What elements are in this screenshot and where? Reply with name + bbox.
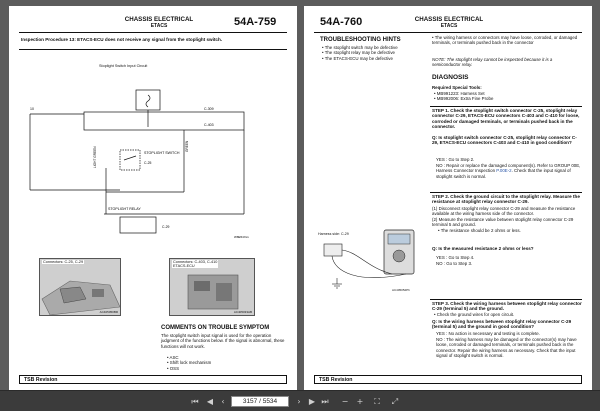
wiring-diagram: 10 C-309 C-403 GREEN LIGHT GREEN STOPLIG… xyxy=(29,89,249,239)
page-number-input[interactable]: 3157 / 5534 xyxy=(231,396,289,407)
page-number-right: 54A-760 xyxy=(320,16,363,28)
connector-photo-2: Connectors: C-403, C-410 ETACS-ECU AC405… xyxy=(169,258,255,316)
last-page-icon[interactable]: ⏭ xyxy=(321,397,329,406)
page-header-title: CHASSIS ELECTRICAL ETACS xyxy=(124,16,194,29)
comments-text: The stoplight switch input signal is use… xyxy=(161,333,285,349)
relay-connector-label: C-29 xyxy=(162,225,169,229)
procedure-rule xyxy=(19,49,287,50)
ecu-pin2-label: C-403 xyxy=(204,123,214,127)
wire-label-1: GREEN xyxy=(185,140,189,152)
header-rule xyxy=(19,32,287,33)
wire-label-2: LIGHT GREEN xyxy=(93,146,97,168)
page-number: 54A-759 xyxy=(234,16,277,28)
switch-connector-label: C-25 xyxy=(144,161,151,165)
meter-caption: Harness side: C-29 xyxy=(318,232,349,236)
page-left: CHASSIS ELECTRICAL ETACS 54A-759 Inspect… xyxy=(9,6,297,390)
zoom-out-icon[interactable]: − xyxy=(341,397,349,406)
document-viewer: CHASSIS ELECTRICAL ETACS 54A-759 Inspect… xyxy=(9,6,592,390)
step3-yes: YES : No action is necessary and testing… xyxy=(436,331,540,336)
page-right: 54A-760 CHASSIS ELECTRICAL ETACS TROUBLE… xyxy=(304,6,592,390)
step3-rule xyxy=(430,299,582,300)
footer-bar: TSB Revision xyxy=(19,375,287,384)
step2-no: NO : Go to Step 3. xyxy=(436,261,473,266)
step3-no: NO : The wiring harness may be damaged o… xyxy=(436,337,577,359)
function-list: • ASC • Shift lock mechanism • OSS xyxy=(167,355,212,371)
step3-bullet: • Check the ground wires for open circui… xyxy=(434,312,515,317)
comments-heading: COMMENTS ON TROUBLE SYMPTOM xyxy=(161,325,270,331)
diagnosis-heading: DIAGNOSIS xyxy=(432,74,469,81)
meter-code: AC405052Ph xyxy=(392,288,410,292)
first-page-icon[interactable]: ⏮ xyxy=(191,397,199,406)
hints-heading: TROUBLESHOOTING HINTS xyxy=(320,37,401,43)
footer-bar-right: TSB Revision xyxy=(314,375,582,384)
note-text: NOTE: The stoplight relay cannot be insp… xyxy=(432,57,553,68)
fuse-label: 10 xyxy=(30,107,34,111)
step3-question: Q: Is the wiring harness between stoplig… xyxy=(432,319,572,330)
step1-no: NO : Repair or replace the damaged compo… xyxy=(436,163,581,179)
step2-items: (1) Disconnect stoplight relay connector… xyxy=(432,206,576,233)
step2-title: STEP 2. Check the ground circuit to the … xyxy=(432,194,580,205)
photo-2-code: AC405033AB xyxy=(233,310,252,314)
viewer-toolbar: ⏮ ◀ ‹ 3157 / 5534 › ▶ ⏭ − + ⛶ ⤢ xyxy=(0,390,600,411)
prev-icon[interactable]: ‹ xyxy=(221,397,225,406)
ecu-pin-label: C-309 xyxy=(204,107,214,111)
photo-2-caption: Connectors: C-403, C-410 ETACS-ECU xyxy=(172,260,219,268)
zoom-in-icon[interactable]: + xyxy=(356,397,364,406)
footer-text: TSB Revision xyxy=(24,377,58,383)
relay-label: STOPLIGHT RELAY xyxy=(108,207,141,211)
tools-label: Required Special Tools: xyxy=(432,85,482,90)
next-page-icon[interactable]: ▶ xyxy=(308,397,316,406)
photo-1-caption: Connectors: C-25, C-29 xyxy=(42,260,85,264)
prev-page-icon[interactable]: ◀ xyxy=(206,397,214,406)
hints-list: • The stoplight switch may be defective … xyxy=(322,45,398,61)
meter-illustration: Harness side: C-29 AC405052Ph xyxy=(318,228,426,296)
diagram-title: Stoplight Switch Input Circuit xyxy=(99,64,148,68)
photo-1-code: AC405050BR xyxy=(99,310,118,314)
fit-page-icon[interactable]: ⛶ xyxy=(374,397,380,406)
step1-title: STEP 1. Check the stoplight switch conne… xyxy=(432,108,580,130)
tools-list: • MB991223: Harness Set • MB992006: Extr… xyxy=(434,91,494,102)
page-header-title-right: CHASSIS ELECTRICAL ETACS xyxy=(414,16,484,29)
step1-question: Q: Is stoplight switch connector C-25, s… xyxy=(432,135,577,146)
switch-label: STOPLIGHT SWITCH xyxy=(144,151,180,155)
step1-yes: YES : Go to Step 2. xyxy=(436,157,475,162)
next-icon[interactable]: › xyxy=(297,397,301,406)
procedure-title: Inspection Procedure 13: ETACS-ECU does … xyxy=(21,37,223,42)
step3-title: STEP 3. Check the wiring harness between… xyxy=(432,301,582,312)
step1-link[interactable]: P.00E-2 xyxy=(496,168,512,174)
fullscreen-icon[interactable]: ⤢ xyxy=(391,397,399,406)
step2-question: Q: Is the measured resistance 2 ohms or … xyxy=(432,246,534,251)
connector-photo-1: Connectors: C-25, C-29 AC405050BR xyxy=(39,258,121,316)
footer-text-right: TSB Revision xyxy=(319,377,353,383)
header-rule-right xyxy=(314,32,582,33)
hint-harness: • The wiring harness or connectors may h… xyxy=(432,35,578,46)
step2-yes: YES : Go to Step 4. xyxy=(436,255,475,260)
step2-rule xyxy=(430,192,582,193)
diagram-code: W8E54Xxx xyxy=(234,235,249,239)
step1-rule xyxy=(430,106,582,107)
